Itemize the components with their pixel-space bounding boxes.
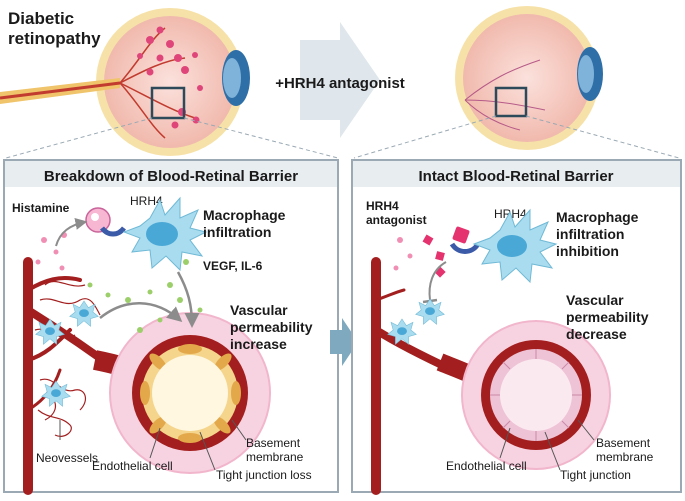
cytokine-dots bbox=[87, 259, 203, 333]
vascular-label-right: Vascular permeability decrease bbox=[566, 292, 652, 342]
tight-junction-label-left: Tight junction loss bbox=[216, 468, 312, 482]
disease-title: Diabetic retinopathy bbox=[8, 9, 101, 48]
left-leader-lines bbox=[59, 419, 247, 471]
treatment-arrow bbox=[300, 22, 380, 138]
macrophage-label-left: Macrophage infiltration bbox=[203, 207, 289, 240]
right-panel-title-bg bbox=[353, 161, 680, 187]
zoom-box-left bbox=[150, 86, 186, 120]
left-panel-title: Breakdown of Blood-Retinal Barrier bbox=[44, 168, 298, 185]
histamine-molecule bbox=[85, 207, 111, 233]
left-panel: Breakdown of Blood-Retinal Barrier bbox=[3, 159, 339, 495]
hrh4-label-left: HRH4 bbox=[130, 194, 163, 208]
eye-lens bbox=[223, 58, 241, 98]
histamine-highlight bbox=[91, 213, 99, 221]
histamine-to-receptor-arrow bbox=[55, 218, 88, 247]
zoom-lines bbox=[5, 115, 680, 159]
left-panel-title-bg bbox=[5, 161, 337, 187]
healthy-eye bbox=[455, 6, 603, 150]
macrophage-to-vessel-arrow bbox=[176, 271, 200, 328]
right-endothelial-cells bbox=[490, 349, 582, 441]
treatment-label: +HRH4 antagonist bbox=[275, 75, 405, 92]
diseased-eye bbox=[0, 8, 250, 156]
optic-vessel bbox=[0, 81, 121, 100]
hrh4-receptor-right bbox=[449, 242, 481, 254]
vegf-label: VEGF, IL-6 bbox=[203, 259, 263, 273]
hemorrhage-vessels bbox=[119, 27, 196, 139]
antagonist-bound bbox=[452, 226, 470, 244]
inhibition-line bbox=[428, 261, 447, 301]
zoom-box-right bbox=[494, 86, 528, 118]
macrophage-nucleus-left bbox=[146, 222, 178, 246]
healthy-vessels bbox=[464, 59, 546, 131]
macrophage-label-right: Macrophage infiltration inhibition bbox=[556, 209, 642, 259]
hrh4-receptor-left bbox=[100, 226, 126, 237]
left-endothelial-cells bbox=[140, 344, 241, 443]
basement-label-right: Basement membrane bbox=[596, 436, 654, 464]
antagonist-label: HRH4 antagonist bbox=[366, 199, 427, 227]
tight-junction-label-right: Tight junction bbox=[560, 468, 631, 482]
right-panel: Intact Blood-Retinal Barrier bbox=[351, 159, 682, 495]
infiltration-arrow bbox=[99, 302, 183, 322]
neovessels-label: Neovessels bbox=[36, 451, 98, 465]
eye-retina bbox=[104, 16, 236, 148]
eye-retina-right bbox=[463, 14, 591, 142]
hemorrhage-spots bbox=[137, 26, 203, 129]
left-lumen bbox=[152, 355, 228, 431]
right-pink-dots bbox=[393, 237, 413, 271]
endothelial-label-left: Endothelial cell bbox=[92, 459, 173, 473]
panel-transition-arrow bbox=[330, 318, 358, 366]
histamine-label: Histamine bbox=[12, 201, 70, 215]
endothelial-label-right: Endothelial cell bbox=[446, 459, 527, 473]
small-macrophages-left bbox=[35, 300, 99, 407]
basement-label-left: Basement membrane bbox=[246, 436, 304, 464]
right-lumen bbox=[500, 359, 572, 431]
antagonist-molecules bbox=[422, 234, 446, 278]
eye-lens-right bbox=[578, 55, 594, 93]
small-macrophages-right bbox=[387, 298, 445, 345]
right-panel-title: Intact Blood-Retinal Barrier bbox=[418, 168, 613, 185]
macrophage-nucleus-right bbox=[497, 235, 527, 257]
right-leader-lines bbox=[499, 419, 595, 471]
vascular-label-left: Vascular permeability increase bbox=[230, 302, 316, 352]
